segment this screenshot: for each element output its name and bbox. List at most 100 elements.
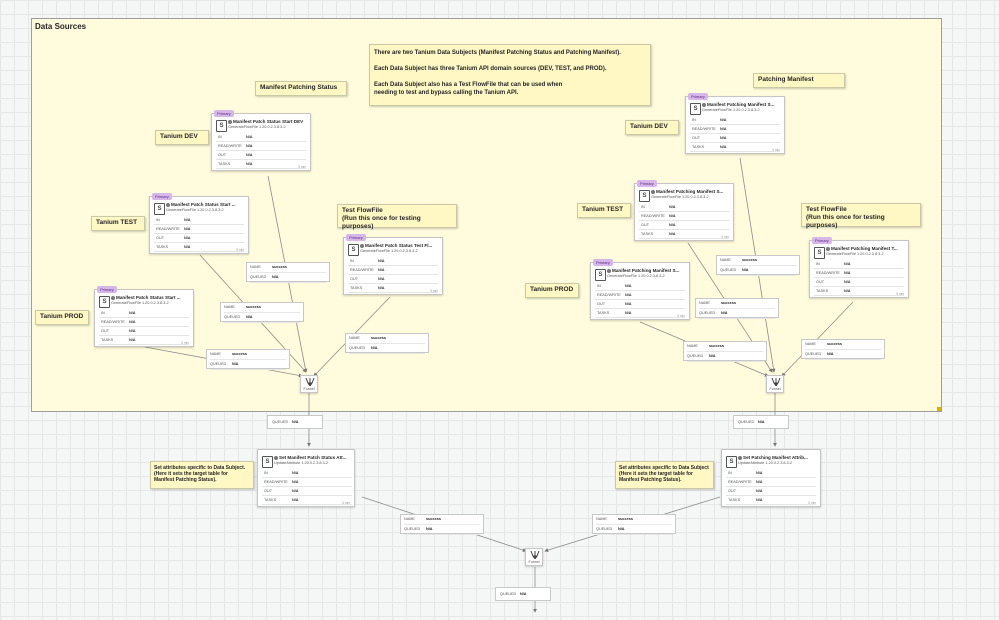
processor-set-pm-attributes[interactable]: S Set Patching Manifest Attrib... Update…: [721, 449, 821, 507]
label-tanium-test-right[interactable]: Tanium TEST: [577, 203, 631, 218]
label-tanium-test-left[interactable]: Tanium TEST: [91, 216, 145, 231]
processor-pm-test-flowfile[interactable]: Primary S Manifest Patching Manifest T..…: [809, 237, 909, 298]
processor-time: 5 min: [181, 341, 189, 345]
label-set-attributes-left[interactable]: Set attributes specific to Data Subject.…: [150, 461, 254, 489]
processor-pm-start-dev[interactable]: Primary S Manifest Patching Manifest S..…: [685, 93, 785, 154]
processor-time: 5 min: [430, 289, 438, 293]
processor-icon: S: [595, 269, 606, 281]
attr-right-line-1: Set attributes specific to Data Subject: [619, 465, 709, 471]
processor-type: GenerateFlowFile 1.20.0.2.3.8.3-2: [826, 252, 884, 256]
processor-time: 5 min: [236, 248, 244, 252]
funnel-right[interactable]: Funnel: [766, 375, 784, 393]
gear-icon: [166, 202, 170, 207]
label-patching-manifest[interactable]: Patching Manifest: [753, 73, 845, 88]
processor-name: Manifest Patching Manifest S...: [702, 102, 784, 107]
label-manifest-patching-status[interactable]: Manifest Patching Status: [255, 81, 347, 96]
test-flowfile-line-1: Test FlowFile: [342, 207, 383, 214]
processor-icon: S: [348, 244, 359, 256]
gear-icon: [738, 455, 742, 460]
processor-time: 5 min: [677, 314, 685, 318]
processor-name: Manifest Patching Manifest S...: [607, 268, 689, 273]
attr-left-line-2: (Here it sets the target table for: [154, 471, 228, 477]
label-test-flowfile-left[interactable]: Test FlowFile (Run this once for testing…: [337, 204, 457, 230]
processor-set-mps-attributes[interactable]: S Set Manifest Patch Status Att... Updat…: [257, 449, 355, 507]
processor-type: GenerateFlowFile 1.20.0.2.3.8.3-2: [651, 195, 709, 199]
processor-time: 5 min: [772, 148, 780, 152]
label-tanium-dev-right[interactable]: Tanium DEV: [625, 120, 679, 135]
funnel-left[interactable]: Funnel: [300, 375, 318, 393]
primary-badge: Primary: [637, 180, 657, 187]
processor-name: Manifest Patch Status Test Fl...: [360, 243, 442, 248]
processor-icon: S: [726, 456, 737, 468]
label-set-attributes-right[interactable]: Set attributes specific to Data Subject …: [615, 461, 714, 489]
processor-type: GenerateFlowFile 1.20.0.2.3.8.3-2: [228, 125, 286, 129]
primary-badge: Primary: [688, 93, 708, 100]
processor-mps-start-prod[interactable]: Primary S Manifest Patch Status Start ..…: [94, 286, 194, 347]
processor-icon: S: [99, 296, 110, 308]
label-tanium-dev-left[interactable]: Tanium DEV: [155, 130, 209, 145]
label-tanium-prod-left[interactable]: Tanium PROD: [35, 310, 89, 325]
processor-icon: S: [154, 203, 165, 215]
processor-pm-start-prod[interactable]: Primary S Manifest Patching Manifest S..…: [590, 259, 690, 320]
attr-left-line-1: Set attributes specific to Data Subject.: [154, 465, 246, 471]
processor-mps-test-flowfile[interactable]: Primary S Manifest Patch Status Test Fl.…: [343, 234, 443, 295]
processor-time: 5 min: [298, 165, 306, 169]
processor-time: 5 min: [808, 501, 816, 505]
primary-badge: Primary: [812, 237, 832, 244]
primary-badge: Primary: [152, 193, 172, 200]
processor-icon: S: [216, 120, 227, 132]
processor-icon: S: [262, 456, 273, 468]
processor-type: GenerateFlowFile 1.20.0.2.3.8.3-2: [702, 108, 760, 112]
test-flowfile-line-2: (Run this once for testing purposes): [806, 214, 885, 229]
gear-icon: [274, 455, 278, 460]
funnel-icon: [530, 551, 540, 559]
funnel-icon: [771, 378, 781, 386]
processor-icon: S: [639, 190, 650, 202]
processor-pm-start-test[interactable]: Primary S Manifest Patching Manifest S..…: [634, 180, 734, 241]
gear-icon: [826, 246, 830, 251]
processor-type: GenerateFlowFile 1.20.0.2.3.8.3-2: [360, 249, 418, 253]
processor-name: Manifest Patch Status Start ...: [166, 202, 248, 207]
info-line-3: Each Data Subject also has a Test FlowFi…: [374, 82, 563, 88]
label-tanium-prod-right[interactable]: Tanium PROD: [525, 283, 579, 298]
funnel-bottom[interactable]: Funnel: [525, 548, 543, 566]
gear-icon: [607, 268, 611, 273]
processor-icon: S: [690, 103, 701, 115]
gear-icon: [360, 243, 364, 248]
resize-handle[interactable]: [937, 407, 941, 411]
process-group-title: Data Sources: [35, 22, 87, 31]
primary-badge: Primary: [346, 234, 366, 241]
primary-badge: Primary: [593, 259, 613, 266]
test-flowfile-line-2: (Run this once for testing purposes): [342, 215, 421, 230]
primary-badge: Primary: [214, 110, 234, 117]
label-test-flowfile-right[interactable]: Test FlowFile (Run this once for testing…: [801, 203, 921, 229]
processor-time: 5 min: [721, 235, 729, 239]
processor-mps-start-test[interactable]: Primary S Manifest Patch Status Start ..…: [149, 193, 249, 254]
attr-left-line-3: Manifest Patching Status).: [154, 477, 217, 483]
info-line-2: Each Data Subject has three Tanium API d…: [374, 66, 607, 72]
processor-name: Set Manifest Patch Status Att...: [274, 455, 356, 460]
info-note[interactable]: There are two Tanium Data Subjects (Mani…: [369, 44, 651, 106]
processor-mps-start-dev[interactable]: Primary S Manifest Patch Status Start DE…: [211, 110, 311, 171]
test-flowfile-line-1: Test FlowFile: [806, 206, 847, 213]
attr-right-line-3: Manifest Patching Status).: [619, 477, 682, 483]
